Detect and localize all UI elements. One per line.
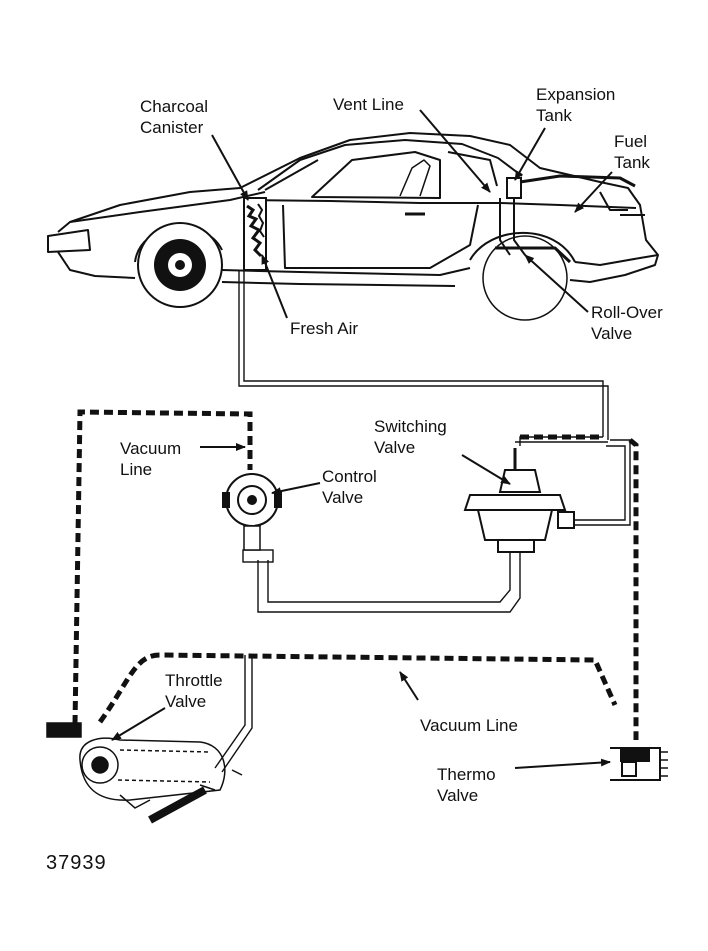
throttle-assembly <box>46 722 243 809</box>
label-line: Valve <box>437 786 479 805</box>
tank-detail <box>499 177 526 256</box>
control-valve <box>222 473 282 551</box>
label-line: Charcoal <box>140 97 209 116</box>
vent-lines <box>148 270 631 824</box>
label-line: Valve <box>322 488 364 507</box>
switching-valve <box>463 448 575 553</box>
label-line: Switching <box>374 417 447 436</box>
thermo-valve <box>610 747 668 781</box>
label-line: Vent Line <box>333 95 404 114</box>
label-line: Vacuum Line <box>420 716 518 735</box>
callout-arrows <box>111 109 613 769</box>
label-vacuum-line-lower: Vacuum Line <box>420 715 518 736</box>
label-line: Thermo <box>437 765 496 784</box>
figure-number: 37939 <box>46 852 107 874</box>
front-wheel <box>137 222 223 308</box>
label-control-valve: Control Valve <box>322 466 377 508</box>
label-line: Fuel <box>614 132 648 151</box>
vacuum-lines <box>72 409 639 740</box>
label-vent-line: Vent Line <box>333 94 404 115</box>
label-line: Fresh Air <box>290 319 359 338</box>
charcoal-canister <box>243 197 267 271</box>
label-line: Vacuum <box>120 439 182 458</box>
label-line: Canister <box>140 118 204 137</box>
label-vacuum-line-upper: Vacuum Line <box>120 438 181 480</box>
label-line: Control <box>322 467 377 486</box>
label-line: Valve <box>165 692 207 711</box>
label-line: Valve <box>591 324 633 343</box>
label-expansion-tank: Expansion Tank <box>536 84 615 126</box>
label-line: Expansion <box>536 85 616 104</box>
label-line: Valve <box>374 438 416 457</box>
label-fresh-air: Fresh Air <box>290 318 358 339</box>
label-fuel-tank: Fuel Tank <box>614 131 650 173</box>
label-line: Line <box>120 460 153 479</box>
label-thermo-valve: Thermo Valve <box>437 764 496 806</box>
label-roll-over-valve: Roll-Over Valve <box>591 302 663 344</box>
label-line: Tank <box>536 106 572 125</box>
label-throttle-valve: Throttle Valve <box>165 670 223 712</box>
label-line: Roll-Over <box>591 303 663 322</box>
rear-wheel <box>482 235 572 321</box>
label-switching-valve: Switching Valve <box>374 416 447 458</box>
label-line: Tank <box>614 153 650 172</box>
label-charcoal-canister: Charcoal Canister <box>140 96 208 138</box>
label-line: Throttle <box>165 671 223 690</box>
